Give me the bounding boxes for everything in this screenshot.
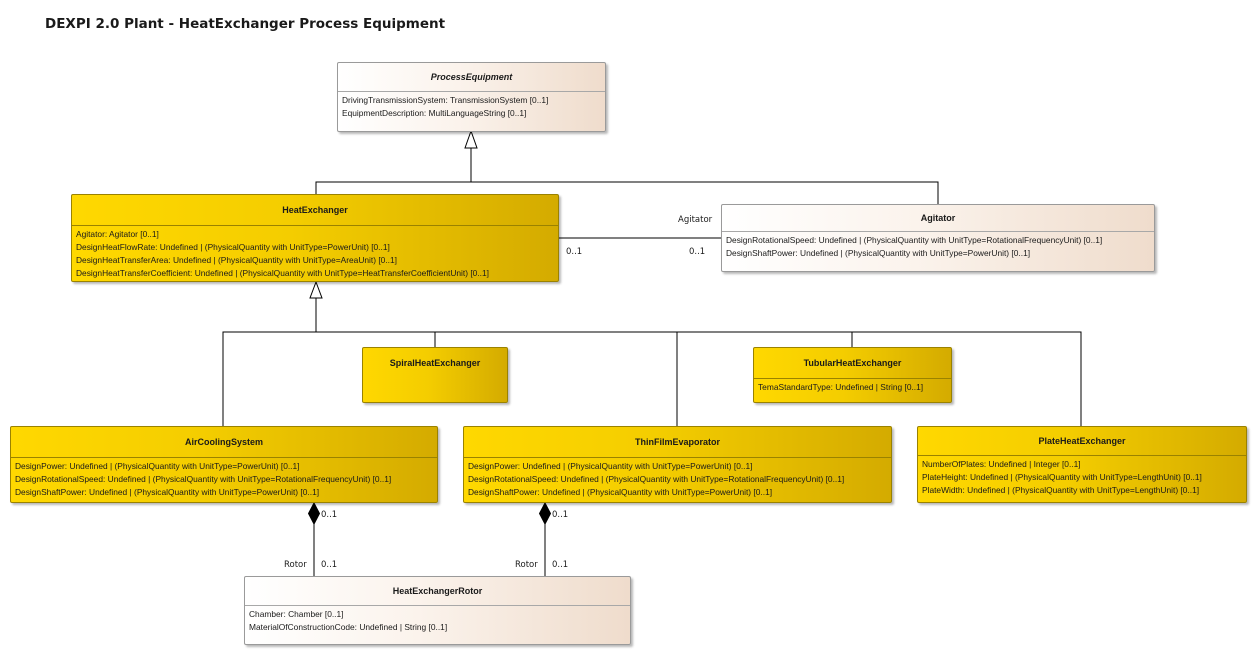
class-name: AirCoolingSystem	[184, 437, 263, 447]
class-name: Agitator	[920, 213, 956, 223]
attribute-compartment: DesignPower: Undefined | (PhysicalQuanti…	[464, 458, 891, 499]
air-rotor-source-multiplicity: 0..1	[321, 510, 338, 520]
attribute-compartment: NumberOfPlates: Undefined | Integer [0..…	[918, 456, 1246, 497]
composition-diamond-thinfilm	[538, 501, 552, 526]
air-rotor-role-label: Rotor	[284, 560, 307, 570]
attribute-compartment: DesignPower: Undefined | (PhysicalQuanti…	[11, 458, 437, 499]
thin-rotor-target-multiplicity: 0..1	[552, 560, 569, 570]
agitator-role-label: Agitator	[678, 215, 713, 225]
attribute: DesignShaftPower: Undefined | (PhysicalQ…	[468, 487, 773, 497]
class-name: ThinFilmEvaporator	[634, 437, 720, 447]
class-spiralheatexchanger[interactable]: SpiralHeatExchanger	[362, 347, 508, 403]
attribute: DesignShaftPower: Undefined | (PhysicalQ…	[726, 248, 1031, 258]
class-tubularheatexchanger[interactable]: TubularHeatExchanger TemaStandardType: U…	[753, 347, 952, 403]
agitator-source-multiplicity: 0..1	[566, 247, 583, 257]
compartment-divider	[72, 225, 558, 226]
class-agitator[interactable]: Agitator DesignRotationalSpeed: Undefine…	[721, 204, 1155, 272]
attribute: DesignHeatTransferArea: Undefined | (Phy…	[76, 255, 397, 265]
generalization-arrowhead-processequipment	[464, 129, 478, 149]
attribute: PlateHeight: Undefined | (PhysicalQuanti…	[922, 472, 1202, 482]
attribute: DesignPower: Undefined | (PhysicalQuanti…	[468, 461, 753, 471]
thin-rotor-role-label: Rotor	[515, 560, 538, 570]
compartment-divider	[11, 457, 437, 458]
class-name: HeatExchanger	[282, 205, 348, 215]
compartment-divider	[464, 457, 891, 458]
compartment-divider	[722, 231, 1154, 232]
attribute: MaterialOfConstructionCode: Undefined | …	[249, 622, 448, 632]
compartment-divider	[245, 605, 630, 606]
generalization-agitator-processequipment	[471, 181, 939, 204]
class-plateheatexchanger[interactable]: PlateHeatExchanger NumberOfPlates: Undef…	[917, 426, 1247, 503]
diagram-title: DEXPI 2.0 Plant - HeatExchanger Process …	[45, 16, 446, 32]
generalization-bus	[222, 331, 1082, 426]
attribute: Chamber: Chamber [0..1]	[249, 609, 344, 619]
generalization-heatexchanger-processequipment	[315, 148, 472, 194]
attribute: PlateWidth: Undefined | (PhysicalQuantit…	[922, 485, 1200, 495]
attribute-compartment: DesignRotationalSpeed: Undefined | (Phys…	[722, 232, 1154, 260]
attribute: DesignPower: Undefined | (PhysicalQuanti…	[15, 461, 300, 471]
compartment-divider	[918, 455, 1246, 456]
attribute: DesignHeatTransferCoefficient: Undefined…	[76, 268, 489, 278]
class-name: ProcessEquipment	[430, 72, 513, 82]
attribute-compartment: DrivingTransmissionSystem: TransmissionS…	[338, 92, 605, 120]
class-name: PlateHeatExchanger	[1038, 436, 1126, 446]
class-name: HeatExchangerRotor	[392, 586, 483, 596]
class-heatexchanger[interactable]: HeatExchanger Agitator: Agitator [0..1] …	[71, 194, 559, 282]
class-name: SpiralHeatExchanger	[389, 358, 481, 368]
attribute: DesignRotationalSpeed: Undefined | (Phys…	[468, 474, 845, 484]
attribute: DesignShaftPower: Undefined | (PhysicalQ…	[15, 487, 320, 497]
attribute-compartment: Chamber: Chamber [0..1] MaterialOfConstr…	[245, 606, 630, 634]
attribute: TemaStandardType: Undefined | String [0.…	[758, 382, 924, 392]
agitator-target-multiplicity: 0..1	[689, 247, 706, 257]
attribute-compartment: Agitator: Agitator [0..1] DesignHeatFlow…	[72, 226, 558, 280]
compartment-divider	[754, 378, 951, 379]
composition-diamond-aircooling	[307, 501, 321, 526]
air-rotor-target-multiplicity: 0..1	[321, 560, 338, 570]
attribute: DrivingTransmissionSystem: TransmissionS…	[342, 95, 549, 105]
attribute: NumberOfPlates: Undefined | Integer [0..…	[922, 459, 1081, 469]
class-thinfilmevaporator[interactable]: ThinFilmEvaporator DesignPower: Undefine…	[463, 426, 892, 503]
thin-rotor-source-multiplicity: 0..1	[552, 510, 569, 520]
class-processequipment[interactable]: ProcessEquipment DrivingTransmissionSyst…	[337, 62, 606, 132]
class-heatexchangerrotor[interactable]: HeatExchangerRotor Chamber: Chamber [0..…	[244, 576, 631, 645]
attribute: DesignRotationalSpeed: Undefined | (Phys…	[15, 474, 392, 484]
attribute: DesignRotationalSpeed: Undefined | (Phys…	[726, 235, 1103, 245]
class-name: TubularHeatExchanger	[803, 358, 902, 368]
attribute: DesignHeatFlowRate: Undefined | (Physica…	[76, 242, 390, 252]
attribute: EquipmentDescription: MultiLanguageStrin…	[342, 108, 527, 118]
compartment-divider	[338, 91, 605, 92]
attribute: Agitator: Agitator [0..1]	[76, 229, 159, 239]
class-aircoolingsystem[interactable]: AirCoolingSystem DesignPower: Undefined …	[10, 426, 438, 503]
generalization-arrowhead-heatexchanger	[309, 280, 323, 299]
attribute-compartment: TemaStandardType: Undefined | String [0.…	[754, 379, 951, 394]
